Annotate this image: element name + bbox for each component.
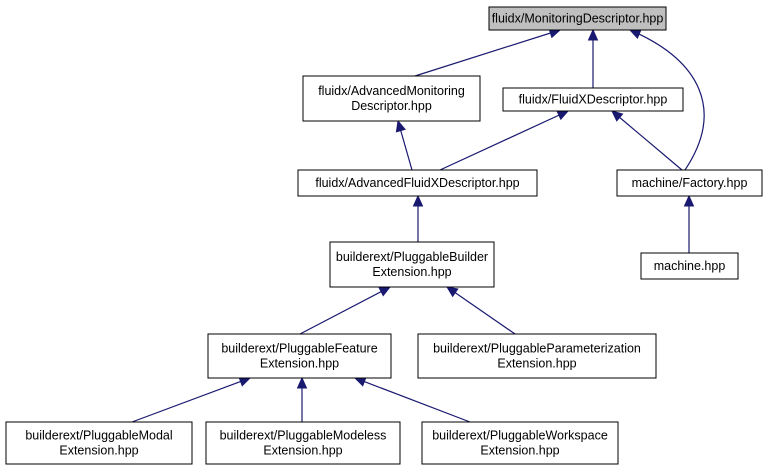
- node-label: Extension.hpp: [480, 444, 559, 458]
- edge-line: [354, 377, 471, 423]
- arrowhead-icon: [412, 194, 424, 207]
- node-factory[interactable]: machine/Factory.hpp: [616, 169, 763, 197]
- node-label: fluidx/AdvancedFluidXDescriptor.hpp: [315, 176, 519, 190]
- node-box: [616, 169, 763, 197]
- node-label: Extension.hpp: [59, 444, 138, 458]
- arrowhead-icon: [353, 376, 367, 387]
- node-box: [417, 333, 657, 379]
- arrowhead-icon: [238, 376, 252, 387]
- edge-machine-to-factory: [683, 194, 695, 253]
- nodes-layer: fluidx/MonitoringDescriptor.hpp fluidx/Ad…: [5, 6, 763, 465]
- edge-line: [629, 29, 705, 171]
- node-box: [421, 421, 619, 465]
- node-box: [207, 333, 392, 379]
- node-box: [488, 6, 667, 31]
- node-advfluidx[interactable]: fluidx/AdvancedFluidXDescriptor.hpp: [297, 169, 538, 197]
- node-box: [502, 87, 684, 112]
- node-machine[interactable]: machine.hpp: [640, 252, 739, 280]
- arrowhead-icon: [445, 286, 459, 298]
- arrowhead-icon: [683, 194, 695, 207]
- edge-line: [446, 286, 516, 335]
- edge-line: [414, 29, 561, 77]
- node-box: [329, 241, 495, 288]
- node-label: fluidx/FluidXDescriptor.hpp: [519, 93, 668, 107]
- node-label: fluidx/AdvancedMonitoring: [318, 84, 465, 98]
- node-label: machine.hpp: [654, 259, 726, 273]
- node-box: [640, 252, 739, 280]
- node-label: fluidx/MonitoringDescriptor.hpp: [492, 12, 664, 26]
- edge-line: [299, 286, 391, 335]
- edges-layer: [131, 28, 705, 423]
- edge-param-to-builder: [445, 286, 516, 335]
- edge-advfluidx-to-advmon: [395, 119, 413, 171]
- edge-feature-to-builder: [299, 286, 392, 335]
- node-label: builderext/PluggableModeless: [220, 429, 387, 443]
- edge-line: [611, 110, 683, 171]
- edge-line: [439, 110, 569, 171]
- node-label: builderext/PluggableModal: [25, 429, 172, 443]
- node-label: builderext/PluggableBuilder: [336, 250, 488, 264]
- edge-factory-to-fluidxdesc: [611, 110, 683, 171]
- node-fluidxdesc[interactable]: fluidx/FluidXDescriptor.hpp: [502, 87, 684, 112]
- node-monitoring[interactable]: fluidx/MonitoringDescriptor.hpp: [488, 6, 667, 31]
- edge-modeless-to-feature: [296, 376, 308, 422]
- arrowhead-icon: [611, 110, 624, 122]
- arrowhead-icon: [556, 110, 570, 121]
- edge-line: [131, 377, 251, 423]
- node-label: Extension.hpp: [260, 357, 339, 371]
- node-box: [302, 75, 481, 122]
- node-label: builderext/PluggableWorkspace: [432, 429, 608, 443]
- edge-fluidxdesc-to-monitoring: [587, 28, 599, 88]
- node-box: [5, 421, 193, 465]
- arrowhead-icon: [378, 286, 392, 297]
- node-label: builderext/PluggableParameterization: [433, 342, 641, 356]
- node-label: Extension.hpp: [263, 444, 342, 458]
- node-box: [297, 169, 538, 197]
- node-box: [205, 421, 401, 465]
- node-label: Descriptor.hpp: [351, 99, 432, 113]
- node-modeless[interactable]: builderext/PluggableModelessExtension.hp…: [205, 421, 401, 465]
- arrowhead-icon: [296, 376, 308, 389]
- node-workspace[interactable]: builderext/PluggableWorkspaceExtension.h…: [421, 421, 619, 465]
- node-label: Extension.hpp: [372, 265, 451, 279]
- node-label: builderext/PluggableFeature: [221, 342, 377, 356]
- node-param[interactable]: builderext/PluggableParameterizationExte…: [417, 333, 657, 379]
- node-label: Extension.hpp: [497, 357, 576, 371]
- arrowhead-icon: [628, 29, 642, 39]
- edge-advmon-to-monitoring: [414, 28, 562, 77]
- arrowhead-icon: [395, 119, 406, 133]
- edge-builder-to-advfluidx: [412, 194, 424, 242]
- edge-workspace-to-feature: [353, 376, 471, 423]
- edge-modal-to-feature: [131, 376, 252, 423]
- arrowhead-icon: [587, 28, 599, 41]
- node-label: machine/Factory.hpp: [632, 176, 748, 190]
